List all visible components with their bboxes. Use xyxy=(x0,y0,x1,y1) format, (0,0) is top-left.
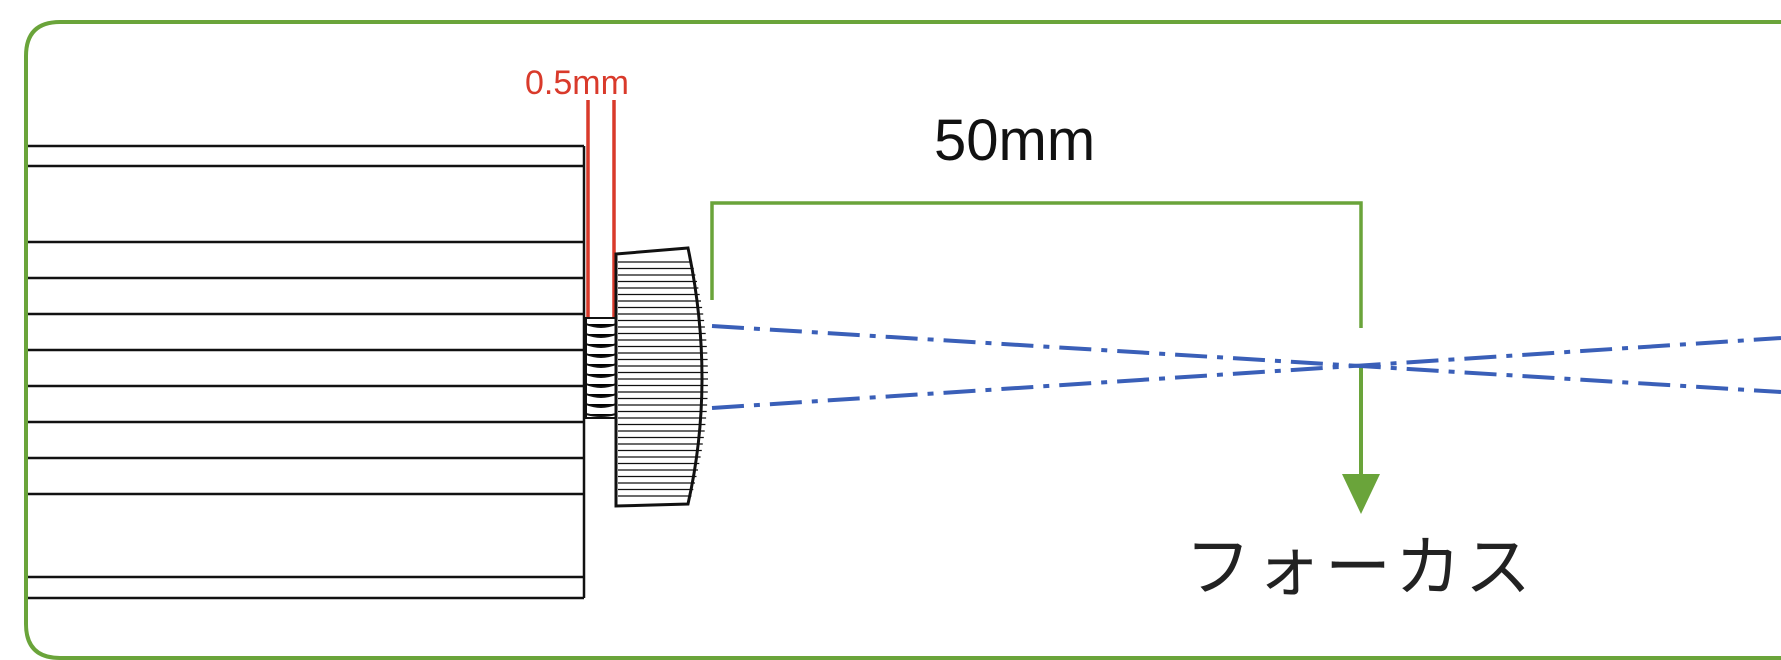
arrow-down-icon xyxy=(1342,364,1380,514)
focus-lens-cap xyxy=(614,246,708,508)
frame-border xyxy=(24,20,1781,660)
distance-bracket xyxy=(710,201,1363,328)
focus-label: フォーカス xyxy=(1185,529,1535,606)
gap-label: 0.5mm xyxy=(525,64,629,102)
focal-distance-label: 50mm xyxy=(934,108,1096,173)
gap-marker xyxy=(586,100,616,320)
laser-beam xyxy=(711,324,1781,410)
threaded-connector xyxy=(585,317,617,419)
laser-module-body xyxy=(28,144,586,600)
